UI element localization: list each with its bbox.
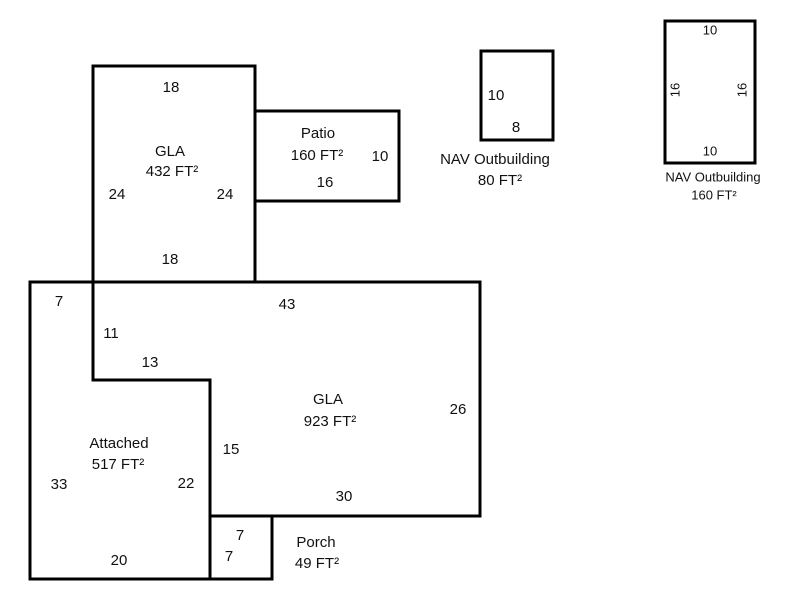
- nav-outbuilding-small-outline: [479, 49, 555, 142]
- gla-main-step-horizontal-dim: 13: [142, 354, 159, 371]
- porch-top-dim: 7: [236, 527, 244, 544]
- gla-main-right-dim: 26: [450, 401, 467, 418]
- patio-name: Patio: [301, 125, 335, 142]
- porch-area[interactable]: 7 7 Porch 49 FT²: [208, 514, 339, 581]
- nav-outbuilding-small-left-dim: 10: [488, 87, 505, 104]
- attached-bottom-dim: 20: [111, 552, 128, 569]
- gla-upper-bottom-dim: 18: [162, 251, 179, 268]
- patio-right-dim: 10: [372, 148, 389, 165]
- porch-outline: [208, 514, 274, 581]
- attached-left-dim: 33: [51, 476, 68, 493]
- gla-main-step-vertical-dim: 11: [103, 325, 119, 342]
- gla-main-top-dim: 43: [279, 296, 296, 313]
- nav-outbuilding-large-area-value: 160 FT²: [691, 187, 737, 202]
- nav-outbuilding-small-bottom-dim: 8: [512, 119, 520, 136]
- patio-bottom-dim: 16: [317, 174, 334, 191]
- gla-main-outline: [91, 280, 482, 518]
- attached-top-dim: 7: [55, 293, 63, 310]
- gla-main-area[interactable]: 43 11 13 GLA 923 FT² 26 15 30: [91, 280, 482, 518]
- gla-main-bottom-dim: 30: [336, 488, 353, 505]
- gla-upper-top-dim: 18: [163, 79, 180, 96]
- nav-outbuilding-small[interactable]: 10 8 NAV Outbuilding 80 FT²: [440, 49, 555, 189]
- gla-main-inner-left-dim: 15: [223, 441, 240, 458]
- attached-outline: [28, 280, 212, 581]
- attached-area-value: 517 FT²: [92, 456, 145, 473]
- attached-right-dim: 22: [178, 475, 195, 492]
- gla-main-name: GLA: [313, 391, 343, 408]
- porch-area-value: 49 FT²: [295, 555, 339, 572]
- nav-outbuilding-large[interactable]: 10 16 16 10 NAV Outbuilding 160 FT²: [663, 19, 761, 202]
- nav-outbuilding-large-outline: [663, 19, 757, 165]
- gla-upper-right-dim: 24: [217, 186, 234, 203]
- nav-outbuilding-large-right-dim: 16: [734, 83, 749, 97]
- nav-outbuilding-large-bottom-dim: 10: [703, 143, 717, 158]
- attached-area[interactable]: 7 Attached 517 FT² 33 22 20: [28, 280, 212, 581]
- patio-area-value: 160 FT²: [291, 147, 344, 164]
- patio-outline: [253, 109, 401, 203]
- gla-upper-area-value: 432 FT²: [146, 163, 199, 180]
- nav-outbuilding-large-left-dim: 16: [667, 83, 682, 97]
- porch-left-dim: 7: [225, 548, 233, 565]
- porch-name: Porch: [296, 534, 335, 551]
- nav-outbuilding-large-top-dim: 10: [703, 22, 717, 37]
- gla-upper-area[interactable]: 18 GLA 432 FT² 24 24 18: [91, 64, 257, 284]
- gla-upper-left-dim: 24: [109, 186, 126, 203]
- nav-outbuilding-small-name: NAV Outbuilding: [440, 151, 550, 168]
- gla-upper-name: GLA: [155, 143, 185, 160]
- nav-outbuilding-small-area-value: 80 FT²: [478, 172, 522, 189]
- patio-area[interactable]: Patio 160 FT² 10 16: [253, 109, 401, 203]
- gla-main-area-value: 923 FT²: [304, 413, 357, 430]
- nav-outbuilding-large-name: NAV Outbuilding: [665, 169, 760, 184]
- attached-name: Attached: [89, 435, 148, 452]
